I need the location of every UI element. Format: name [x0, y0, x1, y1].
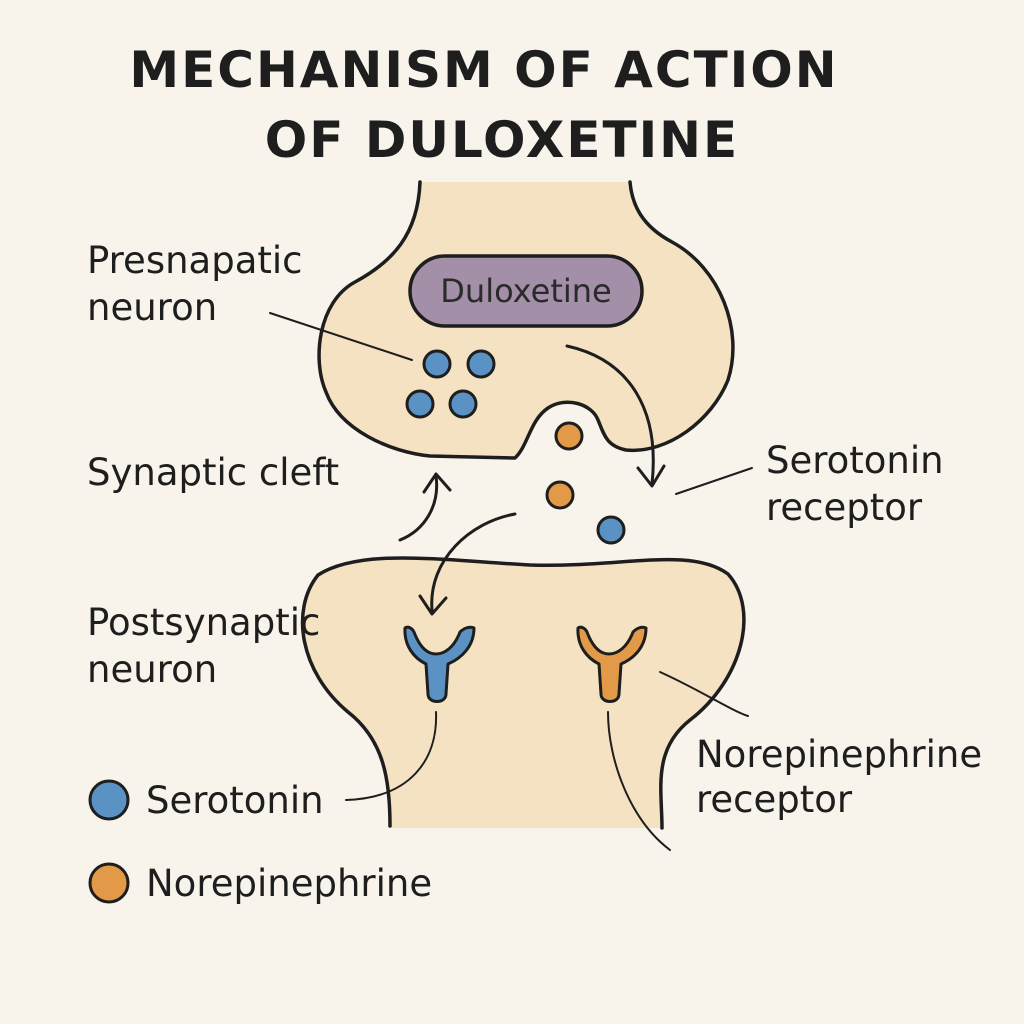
serotonin-dot — [422, 349, 452, 379]
serotonin-dot — [448, 389, 478, 419]
synaptic-cleft-label: Synaptic cleft — [87, 451, 339, 494]
arrowhead — [422, 472, 452, 494]
serotonin-receptor-leader — [675, 467, 753, 495]
legend-serotonin-swatch — [88, 779, 130, 821]
reuptake-block-arrow — [565, 344, 655, 486]
serotonin-receptor-label-line-1: Serotonin — [766, 439, 944, 482]
duloxetine-pill — [408, 254, 644, 328]
serotonin-dot — [405, 389, 435, 419]
binding-arrow — [430, 512, 517, 612]
postsynaptic-neuron — [302, 557, 744, 828]
postsynaptic-label-line-1: Postsynaptic — [87, 601, 320, 644]
arrowhead — [418, 594, 448, 616]
serotonin-vesicles — [405, 349, 496, 419]
postsynaptic-outline — [300, 556, 746, 830]
duloxetine-label: Duloxetine — [440, 272, 611, 310]
reuptake-arrow — [398, 474, 439, 542]
legend-serotonin-label: Serotonin — [146, 779, 324, 822]
title-line-2: OF DULOXETINE — [265, 111, 739, 169]
serotonin-receptor-label-line-2: receptor — [766, 486, 923, 529]
arrowhead — [636, 464, 666, 488]
presynaptic-label-line-2: neuron — [87, 286, 217, 329]
serotonin-legend-leader — [345, 711, 438, 801]
norepinephrine-dot — [545, 480, 575, 510]
norepinephrine-receptor-label-line-2: receptor — [696, 778, 853, 821]
presynaptic-leader — [269, 312, 413, 361]
title-line-1: MECHANISM OF ACTION — [129, 41, 838, 99]
norepinephrine-legend-leader — [607, 711, 671, 851]
serotonin-receptor — [403, 625, 476, 703]
presynaptic-label-line-1: Presnapatic — [87, 239, 303, 282]
postsynaptic-label-line-2: neuron — [87, 648, 217, 691]
serotonin-dot — [596, 515, 626, 545]
serotonin-dot — [466, 349, 496, 379]
legend-norepinephrine-swatch — [88, 862, 130, 904]
norepinephrine-receptor-label-line-1: Norepinephrine — [696, 733, 982, 776]
presynaptic-outline — [317, 180, 735, 460]
norepinephrine-receptor-leader — [659, 671, 749, 717]
norepinephrine-dot — [554, 421, 584, 451]
legend: Serotonin Norepinephrine — [88, 779, 432, 905]
legend-norepinephrine-label: Norepinephrine — [146, 862, 432, 905]
norepinephrine-receptor — [576, 625, 648, 703]
